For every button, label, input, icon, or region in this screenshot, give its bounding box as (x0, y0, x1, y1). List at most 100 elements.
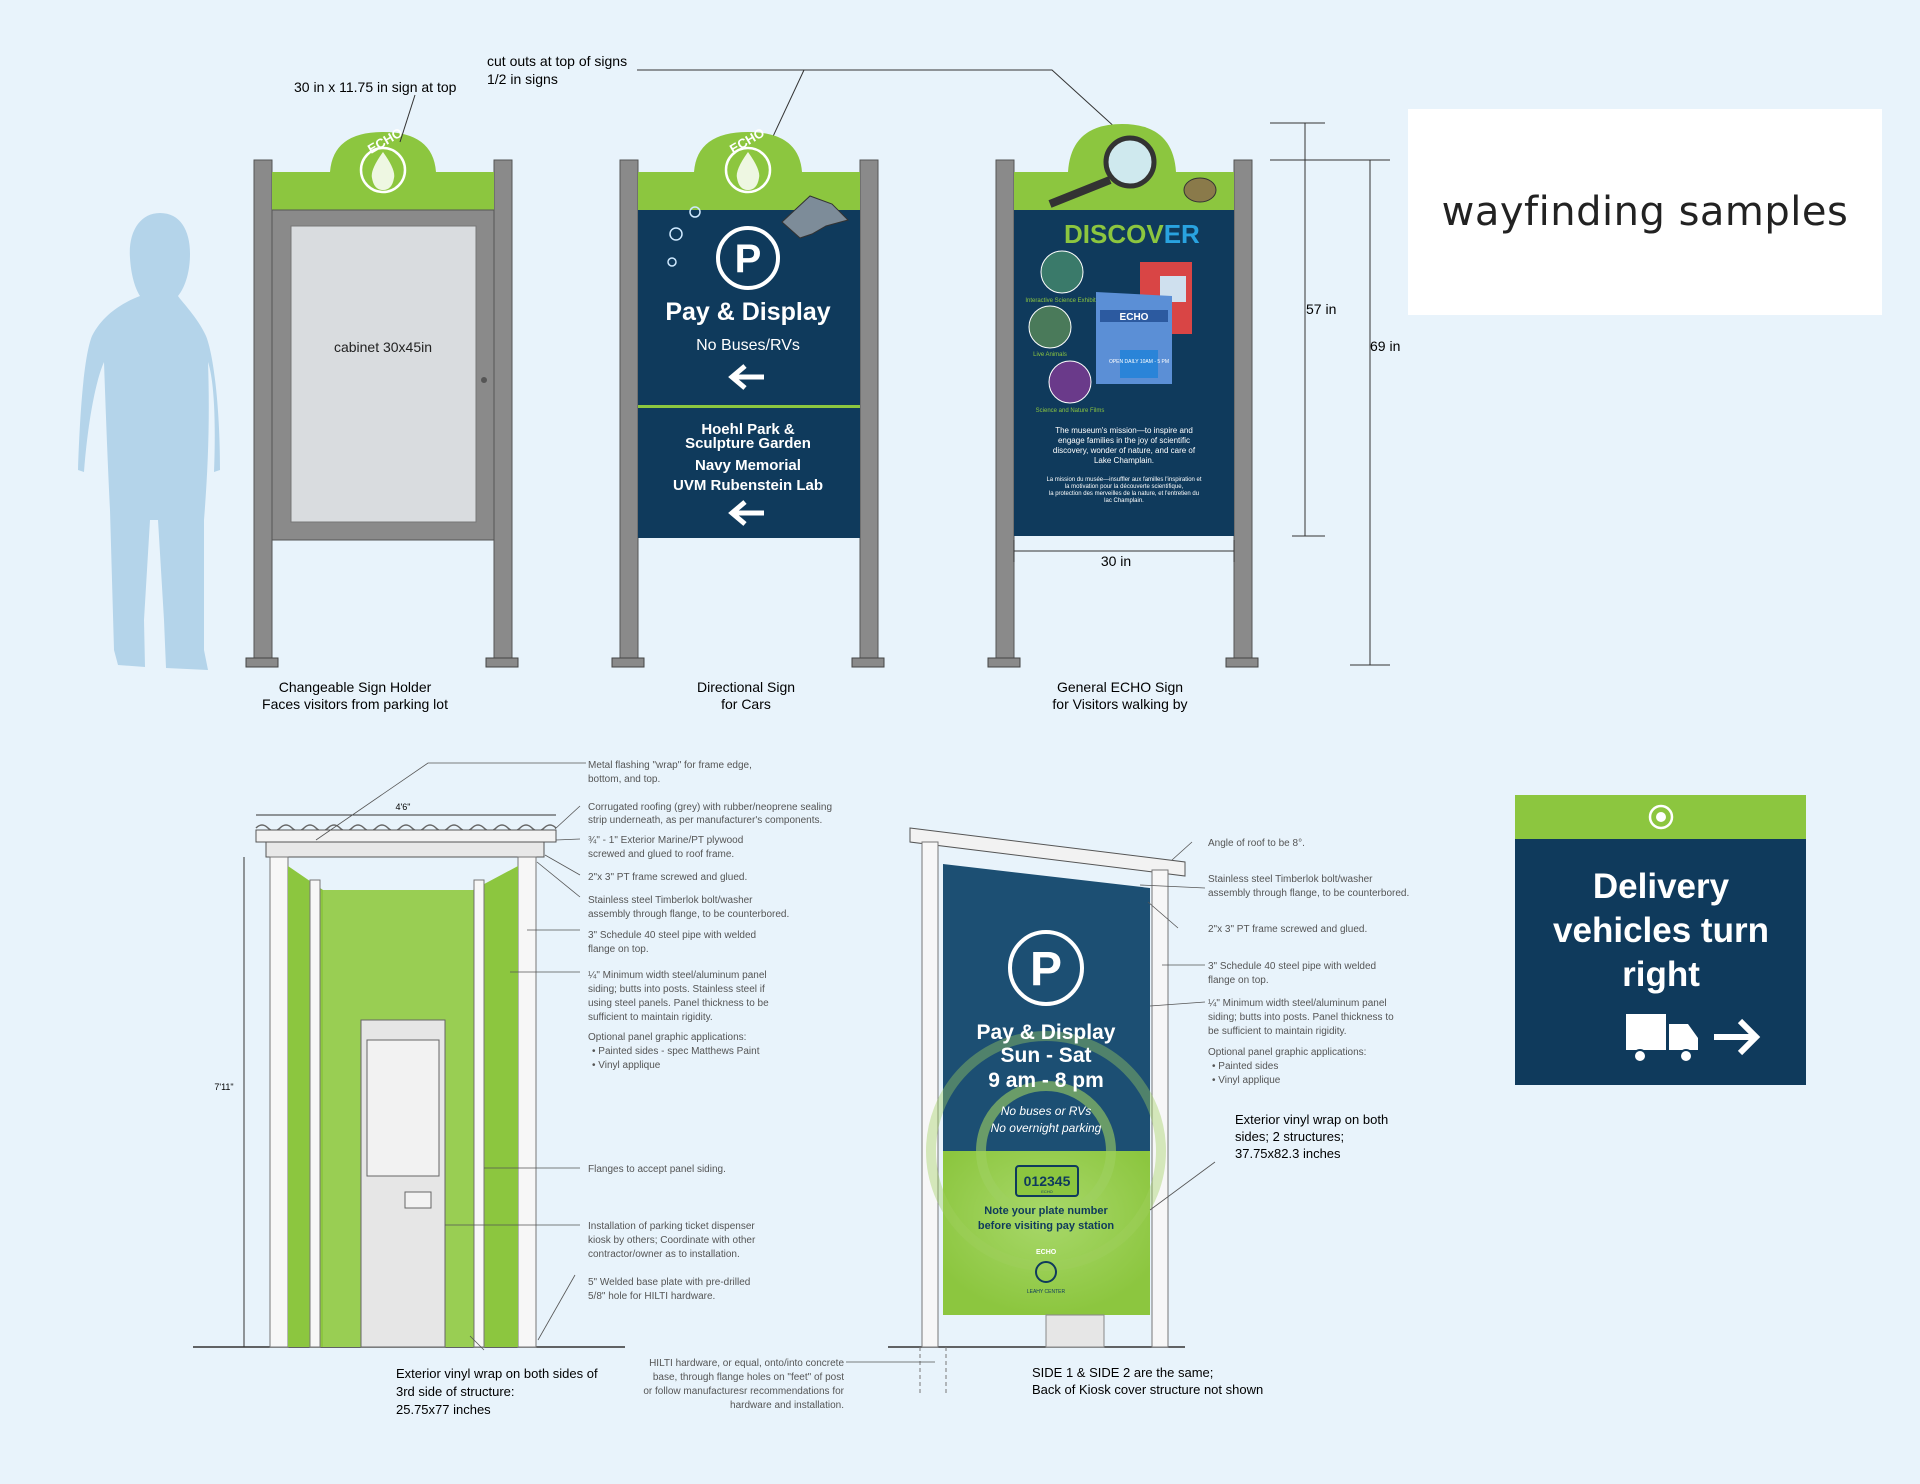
dimension-lines (1013, 122, 1390, 666)
sign1-caption-2: Faces visitors from parking lot (262, 696, 448, 712)
kiosk-r-line6: Note your plate number (984, 1205, 1108, 1217)
sign-general-echo: DISCOVER Interactive Science Exhibits Li… (987, 124, 1259, 668)
note-line: base, through flange holes on "feet" of … (653, 1372, 844, 1383)
wrap-note-left: 25.75x77 inches (396, 1402, 491, 1417)
note-line: or follow manufacturesr recommendations … (643, 1386, 844, 1397)
note-line: Optional panel graphic applications: (588, 1032, 746, 1043)
wrap-note-left: 3rd side of structure: (396, 1384, 515, 1399)
magnifier-icon (1103, 135, 1157, 189)
delivery-line2: vehicles turn (1553, 911, 1769, 950)
sign-directional: ECHO P Pay & Display No Buses/RVs Hoehl … (611, 125, 885, 668)
kiosk-left-elevation (193, 814, 625, 1348)
note-line: Stainless steel Timberlok bolt/washer (1208, 874, 1373, 885)
fish-illustration (781, 195, 849, 239)
dim-30: 30 in (1101, 553, 1131, 569)
delivery-sign: Delivery vehicles turn right (1515, 795, 1806, 1085)
note-line: 5" Welded base plate with pre-drilled (588, 1277, 750, 1288)
note-line: Corrugated roofing (grey) with rubber/ne… (588, 802, 832, 813)
sign3-caption-2: for Visitors walking by (1052, 696, 1187, 712)
sign2-dest3: UVM Rubenstein Lab (673, 477, 823, 494)
note-line: • Vinyl applique (592, 1060, 661, 1071)
hilti-note: HILTI hardware, or equal, onto/into conc… (643, 1358, 844, 1411)
note-line: Angle of roof to be 8°. (1208, 838, 1305, 849)
plate-sub: ECHO (1041, 1189, 1053, 1194)
kiosk-r-line4: No buses or RVs (1001, 1104, 1092, 1118)
callout-size: 30 in x 11.75 in sign at top (294, 79, 457, 95)
note-line: contractor/owner as to installation. (588, 1249, 740, 1260)
note-line: • Painted sides - spec Matthews Paint (592, 1046, 760, 1057)
parking-symbol: P (735, 237, 762, 281)
kiosk-r-line2: Sun - Sat (1000, 1044, 1091, 1067)
note-line: • Vinyl applique (1212, 1075, 1281, 1086)
note-line: 2"x 3" PT frame screwed and glued. (1208, 924, 1367, 935)
sign2-dest1a: Hoehl Park & (701, 421, 795, 438)
note-line: assembly through flange, to be counterbo… (588, 909, 789, 920)
person-silhouette (78, 213, 220, 670)
right-arrow-icon (1714, 1018, 1761, 1056)
note-line: flange on top. (1208, 975, 1269, 986)
plate-number: 012345 (1024, 1173, 1071, 1189)
parking-symbol: P (1030, 943, 1062, 996)
mission-line: discovery, wonder of nature, and care of (1053, 446, 1196, 455)
photo3-caption: Science and Nature Films (1036, 408, 1105, 414)
kiosk-r-line3: 9 am - 8 pm (988, 1069, 1104, 1092)
mission-fr-line: la motivation pour la découverte scienti… (1065, 484, 1184, 490)
side-note: Back of Kiosk cover structure not shown (1032, 1382, 1263, 1397)
note-line: Optional panel graphic applications: (1208, 1047, 1366, 1058)
kiosk-r-line7: before visiting pay station (978, 1220, 1115, 1232)
dim-69: 69 in (1370, 338, 1400, 354)
truck-icon (1626, 1014, 1698, 1063)
note-line: flange on top. (588, 944, 649, 955)
note-line: 5/8" hole for HILTI hardware. (588, 1291, 715, 1302)
note-line: HILTI hardware, or equal, onto/into conc… (649, 1358, 844, 1369)
wrap-note-left: Exterior vinyl wrap on both sides of (396, 1366, 598, 1381)
mission-line: Lake Champlain. (1094, 456, 1154, 465)
sign2-line2: No Buses/RVs (696, 337, 800, 354)
note-line: • Painted sides (1212, 1061, 1278, 1072)
photo-exhibits (1040, 250, 1084, 294)
note-line: Stainless steel Timberlok bolt/washer (588, 895, 753, 906)
museum-building-illustration: ECHO OPEN DAILY 10AM - 5 PM (1096, 262, 1192, 384)
note-line: hardware and installation. (730, 1400, 844, 1411)
sign2-line1: Pay & Display (665, 298, 830, 326)
left-arrow-icon (728, 364, 764, 390)
note-line: assembly through flange, to be counterbo… (1208, 888, 1409, 899)
callout-line (399, 94, 416, 143)
callout-cutouts-2: 1/2 in signs (487, 71, 558, 87)
note-line: sufficient to maintain rigidity. (588, 1012, 713, 1023)
wrap-note-right: 37.75x82.3 inches (1235, 1146, 1341, 1161)
delivery-line3: right (1622, 955, 1700, 994)
side-note: SIDE 1 & SIDE 2 are the same; (1032, 1365, 1213, 1380)
turtle-icon (1183, 177, 1217, 203)
mission-fr-line: La mission du musée—insuffler aux famill… (1046, 477, 1201, 483)
plate-box (1015, 1165, 1079, 1197)
note-line: bottom, and top. (588, 774, 660, 785)
kiosk-right-notes: Angle of roof to be 8°. Stainless steel … (1208, 838, 1409, 1086)
note-line: ¼" Minimum width steel/aluminum panel (1208, 997, 1387, 1009)
left-arrow-icon (728, 500, 764, 526)
kiosk-left-notes: Metal flashing "wrap" for frame edge, bo… (588, 760, 832, 1302)
note-line: Metal flashing "wrap" for frame edge, (588, 760, 752, 771)
photo1-caption: Interactive Science Exhibits (1025, 298, 1098, 304)
kiosk-r-line5: No overnight parking (991, 1121, 1102, 1135)
discover-heading-a: DISCOV (1064, 219, 1164, 249)
note-line: strip underneath, as per manufacturer's … (588, 815, 822, 826)
sign1-caption-1: Changeable Sign Holder (279, 679, 432, 695)
parking-circle (1008, 930, 1084, 1006)
page-title: wayfinding samples (1441, 189, 1849, 235)
wrap-note-right: Exterior vinyl wrap on both (1235, 1112, 1388, 1127)
cabinet-label: cabinet 30x45in (334, 339, 432, 355)
building-sign: ECHO (1120, 312, 1149, 323)
note-line: be sufficient to maintain rigidity. (1208, 1026, 1347, 1037)
dim-57: 57 in (1306, 301, 1336, 317)
mission-fr-line: la protection des merveilles de la natur… (1049, 491, 1199, 497)
mission-fr-line: lac Champlain. (1104, 498, 1144, 504)
note-line: Installation of parking ticket dispenser (588, 1221, 755, 1232)
kiosk-width-dim: 4'6" (396, 802, 411, 812)
note-line: siding; butts into posts. Stainless stee… (588, 984, 765, 995)
parking-circle (716, 226, 780, 290)
building-hours: OPEN DAILY 10AM - 5 PM (1109, 359, 1169, 365)
svg-text:DISCOVER: DISCOVER (1064, 219, 1200, 249)
sign2-dest2: Navy Memorial (695, 457, 801, 474)
sign-changeable-holder: ECHO cabinet 30x45in (245, 125, 519, 668)
